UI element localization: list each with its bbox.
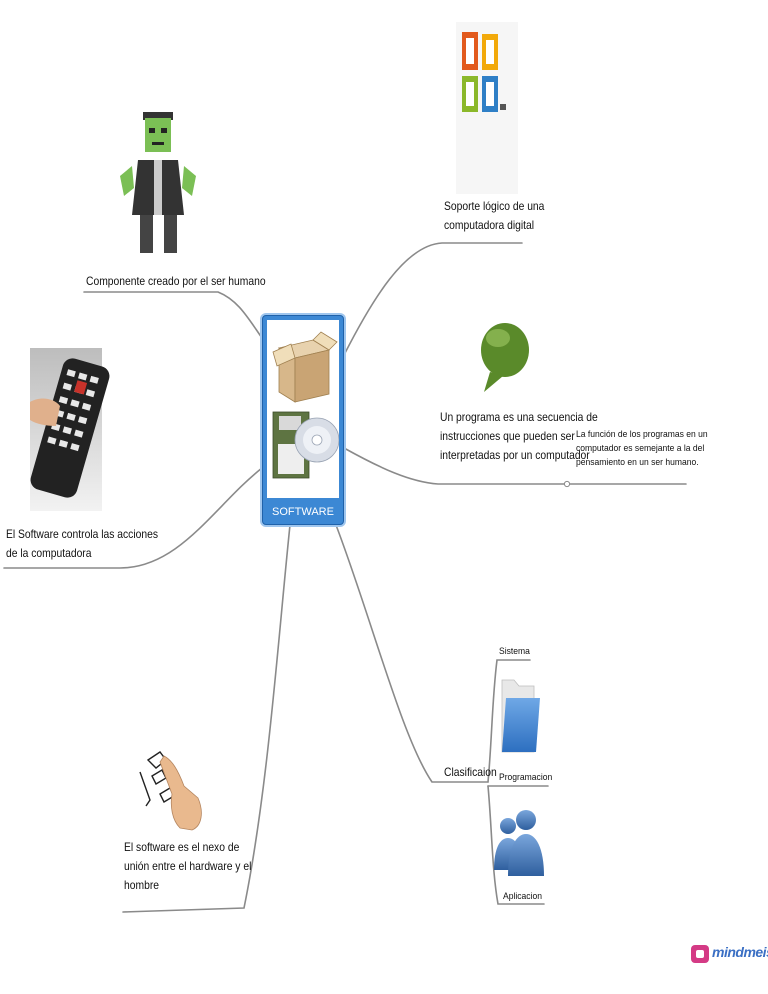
branch-controla — [3, 467, 263, 569]
node-programa-line: interpretadas por un computador — [440, 448, 590, 462]
branch-componente — [83, 291, 263, 339]
mindmeister-mark-icon — [691, 945, 709, 963]
central-node-image-frame — [267, 320, 340, 498]
node-controla-line: de la computadora — [6, 546, 92, 560]
sub-branch-aplicacion — [487, 785, 545, 905]
node-nexo-line: hombre — [124, 878, 159, 892]
folder-icon — [501, 679, 540, 753]
node-soporte-line: Soporte lógico de una — [444, 199, 545, 213]
sub-branch-sistema — [487, 659, 531, 783]
frankenstein-icon — [120, 112, 196, 253]
node-programa-line: Un programa es una secuencia de — [440, 410, 598, 424]
software-box-icon — [272, 331, 340, 479]
branch-soporte — [343, 242, 523, 356]
node-programacion[interactable]: Programacion — [499, 771, 552, 785]
node-controla[interactable]: El Software controla las acciones de la … — [6, 525, 158, 563]
branch-node-dot — [563, 480, 571, 488]
central-node-software[interactable]: SOFTWARE — [262, 315, 344, 525]
node-aplicacion[interactable]: Aplicacion — [503, 890, 542, 904]
node-nexo[interactable]: El software es el nexo de unión entre el… — [124, 838, 251, 895]
node-controla-line: El Software controla las acciones — [6, 527, 159, 541]
node-funcion-line: computador es semejante a la del — [576, 443, 705, 454]
node-clasificacion-line: Clasificaion — [444, 765, 497, 779]
branch-clasificacion — [335, 524, 489, 783]
users-icon — [494, 810, 544, 876]
node-programa[interactable]: Un programa es una secuencia de instrucc… — [440, 408, 598, 465]
node-clasificacion[interactable]: Clasificaion — [444, 763, 497, 782]
node-sistema-line: Sistema — [499, 646, 530, 657]
node-componente[interactable]: Componente creado por el ser humano — [86, 272, 266, 291]
mindmeister-wordmark: mindmeister — [712, 944, 768, 960]
node-funcion[interactable]: La función de los programas en un comput… — [576, 428, 708, 470]
office-logo-icon — [456, 22, 518, 194]
node-nexo-line: unión entre el hardware y el — [124, 859, 252, 873]
node-funcion-line: pensamiento en un ser humano. — [576, 457, 699, 468]
node-sistema[interactable]: Sistema — [499, 645, 530, 659]
branch-nexo — [122, 524, 291, 913]
node-programacion-line: Programacion — [499, 772, 553, 783]
node-componente-line: Componente creado por el ser humano — [86, 274, 266, 288]
node-soporte[interactable]: Soporte lógico de una computadora digita… — [444, 197, 544, 235]
node-aplicacion-line: Aplicacion — [503, 891, 542, 902]
node-nexo-line: El software es el nexo de — [124, 840, 240, 854]
branch-programa — [343, 447, 568, 485]
node-funcion-line: La función de los programas en un — [576, 429, 708, 440]
node-programa-line: instrucciones que pueden ser — [440, 429, 575, 443]
node-soporte-line: computadora digital — [444, 218, 535, 232]
remote-control-icon — [30, 348, 110, 511]
speech-bubble-icon — [481, 323, 529, 392]
pointing-hand-icon — [139, 751, 202, 831]
central-node-label: SOFTWARE — [272, 506, 334, 518]
mindmeister-logo: mindmeister — [691, 942, 768, 968]
